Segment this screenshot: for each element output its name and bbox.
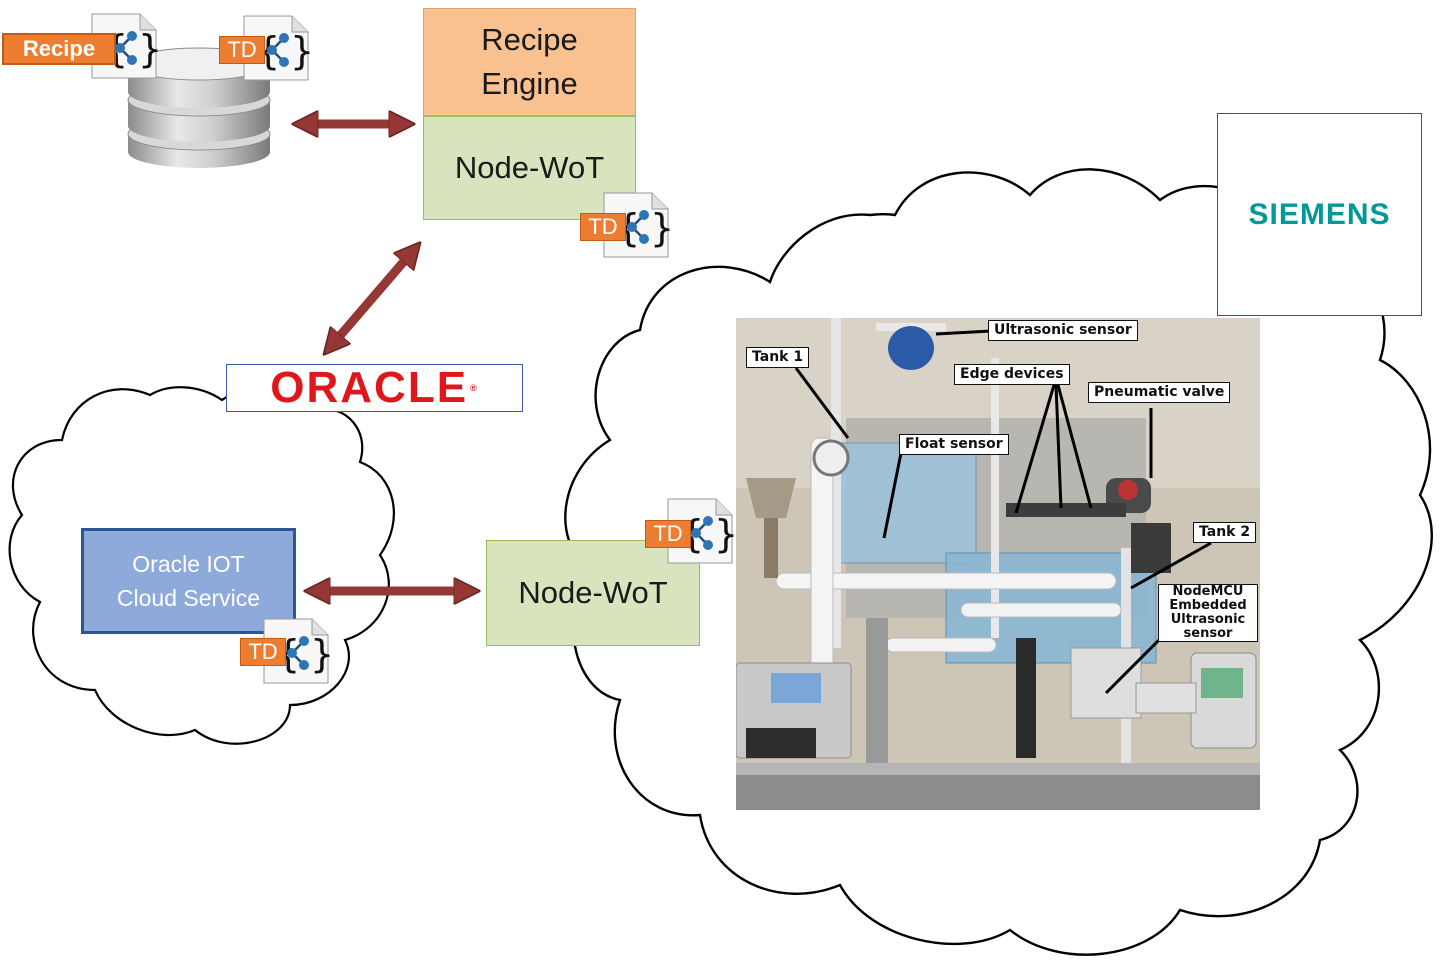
- callout-tank-1: Tank 1: [746, 347, 810, 368]
- oracle-registered-mark: ®: [470, 383, 479, 393]
- callout-nodemcu-line3: Ultrasonic: [1170, 612, 1246, 627]
- callout-pneumatic-valve: Pneumatic valve: [1088, 382, 1231, 403]
- json-ld-document-icon: { }: [243, 15, 310, 81]
- td-tag: TD: [219, 36, 265, 64]
- td-tag: TD: [580, 213, 626, 241]
- td-tag: TD: [240, 638, 286, 666]
- oracle-iot-line2: Cloud Service: [116, 585, 261, 611]
- siemens-logo: SIEMENS: [1217, 113, 1422, 316]
- node-wot-mid-box: Node-WoT: [486, 540, 700, 646]
- svg-text:}: }: [714, 512, 734, 556]
- callout-tank-2: Tank 2: [1193, 522, 1257, 543]
- callout-nodemcu: NodeMCU Embedded Ultrasonic sensor: [1158, 584, 1258, 642]
- callout-nodemcu-line1: NodeMCU: [1172, 584, 1244, 599]
- recipe-engine-line1: Recipe: [481, 22, 578, 57]
- oracle-nodewot-arrow: [332, 252, 412, 345]
- td-tag: TD: [645, 520, 691, 548]
- oracle-iot-cloud-service-box: Oracle IOT Cloud Service: [81, 528, 296, 634]
- svg-text:}: }: [650, 206, 670, 250]
- svg-text:}: }: [138, 27, 158, 71]
- callout-nodemcu-line2: Embedded: [1169, 598, 1247, 613]
- svg-text:}: }: [310, 632, 330, 676]
- plant-photo: Ultrasonic sensor Tank 1 Edge devices Pn…: [736, 318, 1260, 810]
- node-wot-top-box: Node-WoT: [423, 116, 636, 220]
- callout-ultrasonic-sensor: Ultrasonic sensor: [988, 320, 1138, 341]
- svg-text:}: }: [290, 29, 310, 73]
- oracle-logo-text: ORACLE: [270, 363, 469, 412]
- oracle-logo: ORACLE®: [226, 363, 523, 412]
- callout-float-sensor: Float sensor: [899, 434, 1009, 455]
- recipe-engine-line2: Engine: [481, 66, 578, 101]
- callout-edge-devices: Edge devices: [954, 364, 1070, 385]
- recipe-engine-box: Recipe Engine: [423, 8, 636, 116]
- callout-nodemcu-line4: sensor: [1183, 626, 1233, 641]
- oracle-iot-line1: Oracle IOT: [132, 551, 245, 577]
- recipe-tag: Recipe: [2, 33, 116, 65]
